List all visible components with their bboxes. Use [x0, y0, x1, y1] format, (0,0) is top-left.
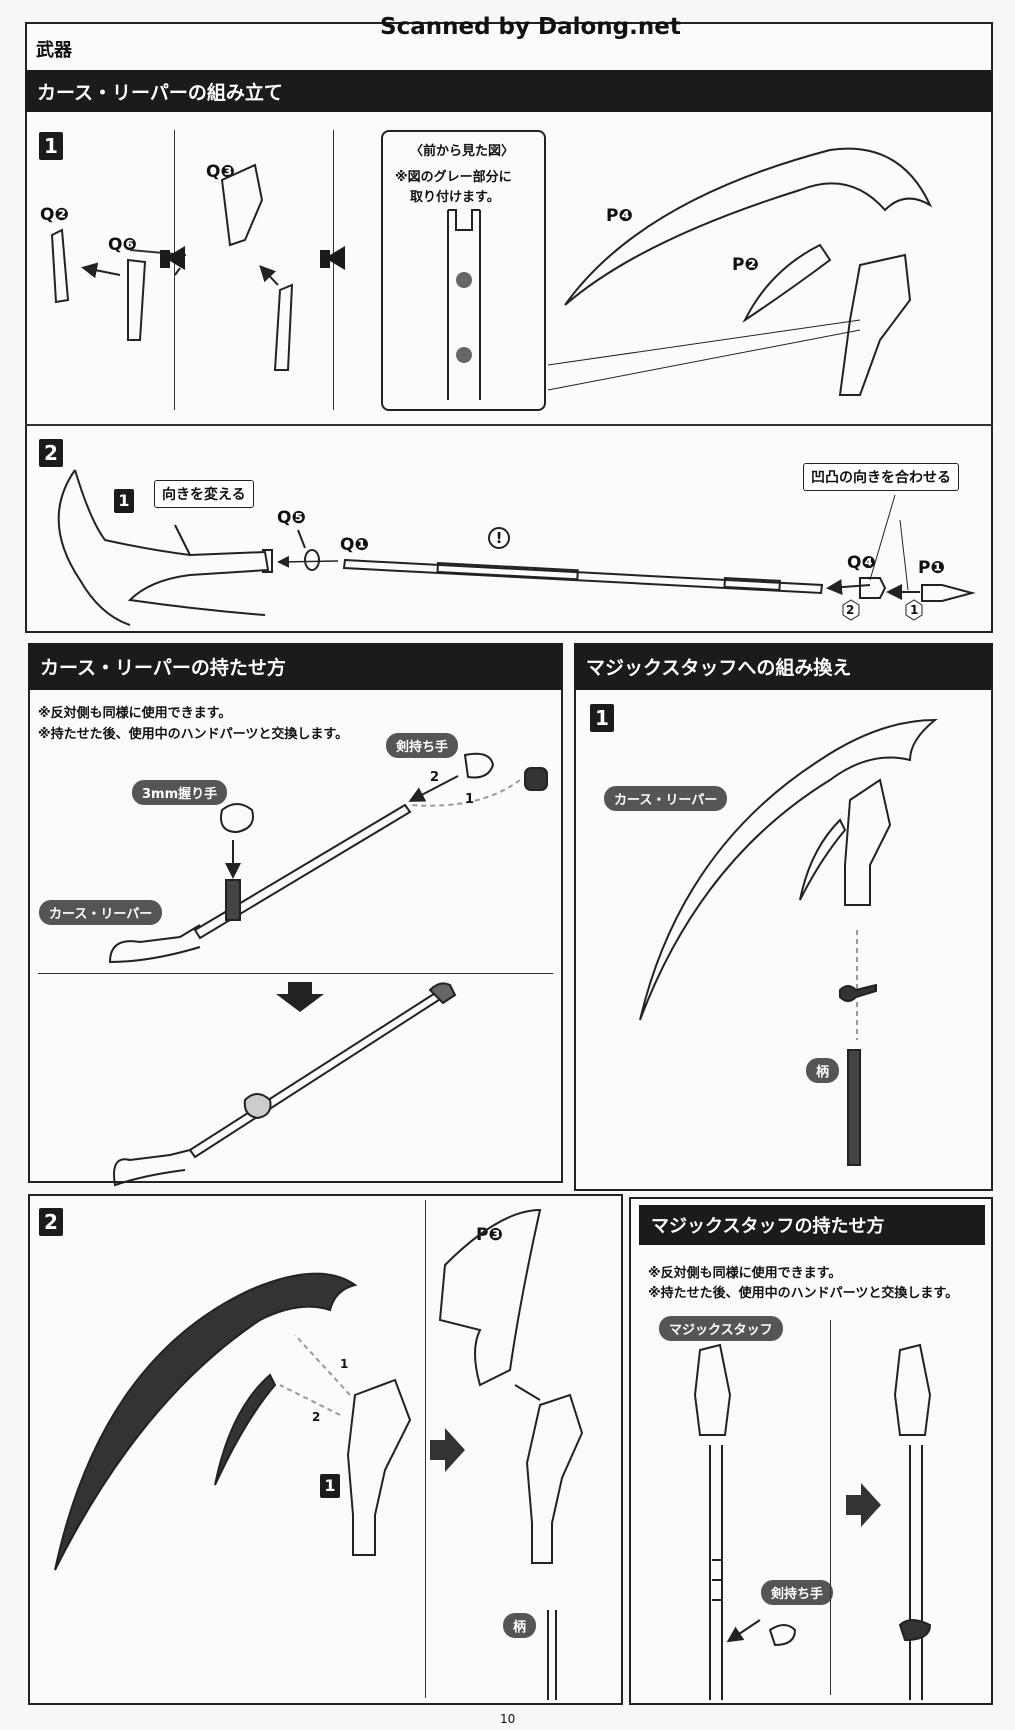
step-1-badge: 1 — [39, 132, 63, 160]
part-q5: Q❺ — [277, 508, 306, 528]
callout-align-notch: 凹凸の向きを合わせる — [803, 463, 959, 491]
front-view-illustration — [447, 209, 481, 400]
convert-header: マジックスタッフへの組み換え — [574, 643, 993, 690]
staff-holding-section — [629, 1197, 993, 1705]
step1-illustration — [50, 147, 933, 396]
front-view-box — [381, 130, 546, 411]
part-p4: P❹ — [606, 206, 633, 226]
label-curse-reaper-2: カース・リーパー — [604, 786, 728, 811]
label-grip-hand: 3mm握り手 — [132, 780, 228, 805]
part-p2: P❷ — [732, 255, 759, 275]
convert-order-1: 1 — [340, 1357, 349, 1371]
page-number: 10 — [500, 1712, 516, 1726]
holding-order-2: 2 — [430, 770, 440, 785]
order-1: 1 — [910, 603, 919, 617]
part-q4: Q❹ — [847, 553, 876, 573]
holding-note-2: ※持たせた後、使用中のハンドパーツと交換します。 — [38, 727, 349, 742]
convert-title: マジックスタッフへの組み換え — [586, 657, 852, 679]
staff-holding-title: マジックスタッフの持たせ方 — [651, 1216, 885, 1237]
callout-turn-direction: 向きを変える — [154, 480, 254, 508]
label-handle: 柄 — [806, 1058, 840, 1083]
label-curse-reaper: カース・リーパー — [39, 900, 163, 925]
page-title: 武器 — [36, 40, 72, 61]
holding-note-1: ※反対側も同様に使用できます。 — [38, 706, 232, 721]
label-sword-hand-2: 剣持ち手 — [761, 1580, 834, 1605]
front-view-title: 〈前から見た図〉 — [410, 144, 515, 159]
divider — [174, 130, 175, 410]
front-view-note-2: 取り付けます。 — [410, 190, 500, 205]
divider — [830, 1320, 831, 1695]
order-2: 2 — [846, 603, 855, 617]
convert-section — [574, 643, 993, 1191]
step-2-badge: 2 — [39, 439, 63, 467]
divider — [333, 130, 334, 410]
convert-order-2: 2 — [312, 1410, 321, 1424]
holding-order-1: 1 — [465, 792, 475, 807]
convert-step-1-badge: 1 — [590, 704, 614, 732]
caution-icon: ! — [488, 527, 510, 549]
staff-holding-header: マジックスタッフの持たせ方 — [639, 1205, 985, 1245]
convert-step-2-badge: 2 — [39, 1208, 63, 1236]
assembly-title: カース・リーパーの組み立て — [37, 81, 283, 104]
holding-header: カース・リーパーの持たせ方 — [28, 643, 563, 690]
part-q1: Q❶ — [340, 535, 369, 555]
label-sword-hand: 剣持ち手 — [386, 733, 459, 758]
part-q6: Q❻ — [108, 235, 137, 255]
front-view-note-1: ※図のグレー部分に — [395, 170, 512, 185]
label-magic-staff: マジックスタッフ — [659, 1316, 783, 1341]
part-p1: P❶ — [918, 558, 945, 578]
holding-title: カース・リーパーの持たせ方 — [40, 657, 286, 679]
step2-illustration — [57, 469, 976, 626]
convert-illustration — [639, 718, 938, 1166]
assembly-header: カース・リーパーの組み立て — [25, 70, 993, 112]
divider — [38, 973, 553, 974]
staff-note-1: ※反対側も同様に使用できます。 — [648, 1266, 842, 1281]
step-1-ref-badge: 1 — [114, 489, 134, 513]
staff-note-2: ※持たせた後、使用中のハンドパーツと交換します。 — [648, 1286, 959, 1301]
divider — [425, 1200, 426, 1698]
holding-illustration — [108, 752, 548, 1187]
label-handle-2: 柄 — [503, 1613, 537, 1638]
part-q2: Q❷ — [40, 205, 69, 225]
convert-step-1-ref-badge: 1 — [320, 1474, 340, 1498]
watermark: Scanned by Dalong.net — [380, 14, 681, 40]
part-p3: P❸ — [476, 1225, 503, 1245]
divider — [25, 424, 993, 426]
